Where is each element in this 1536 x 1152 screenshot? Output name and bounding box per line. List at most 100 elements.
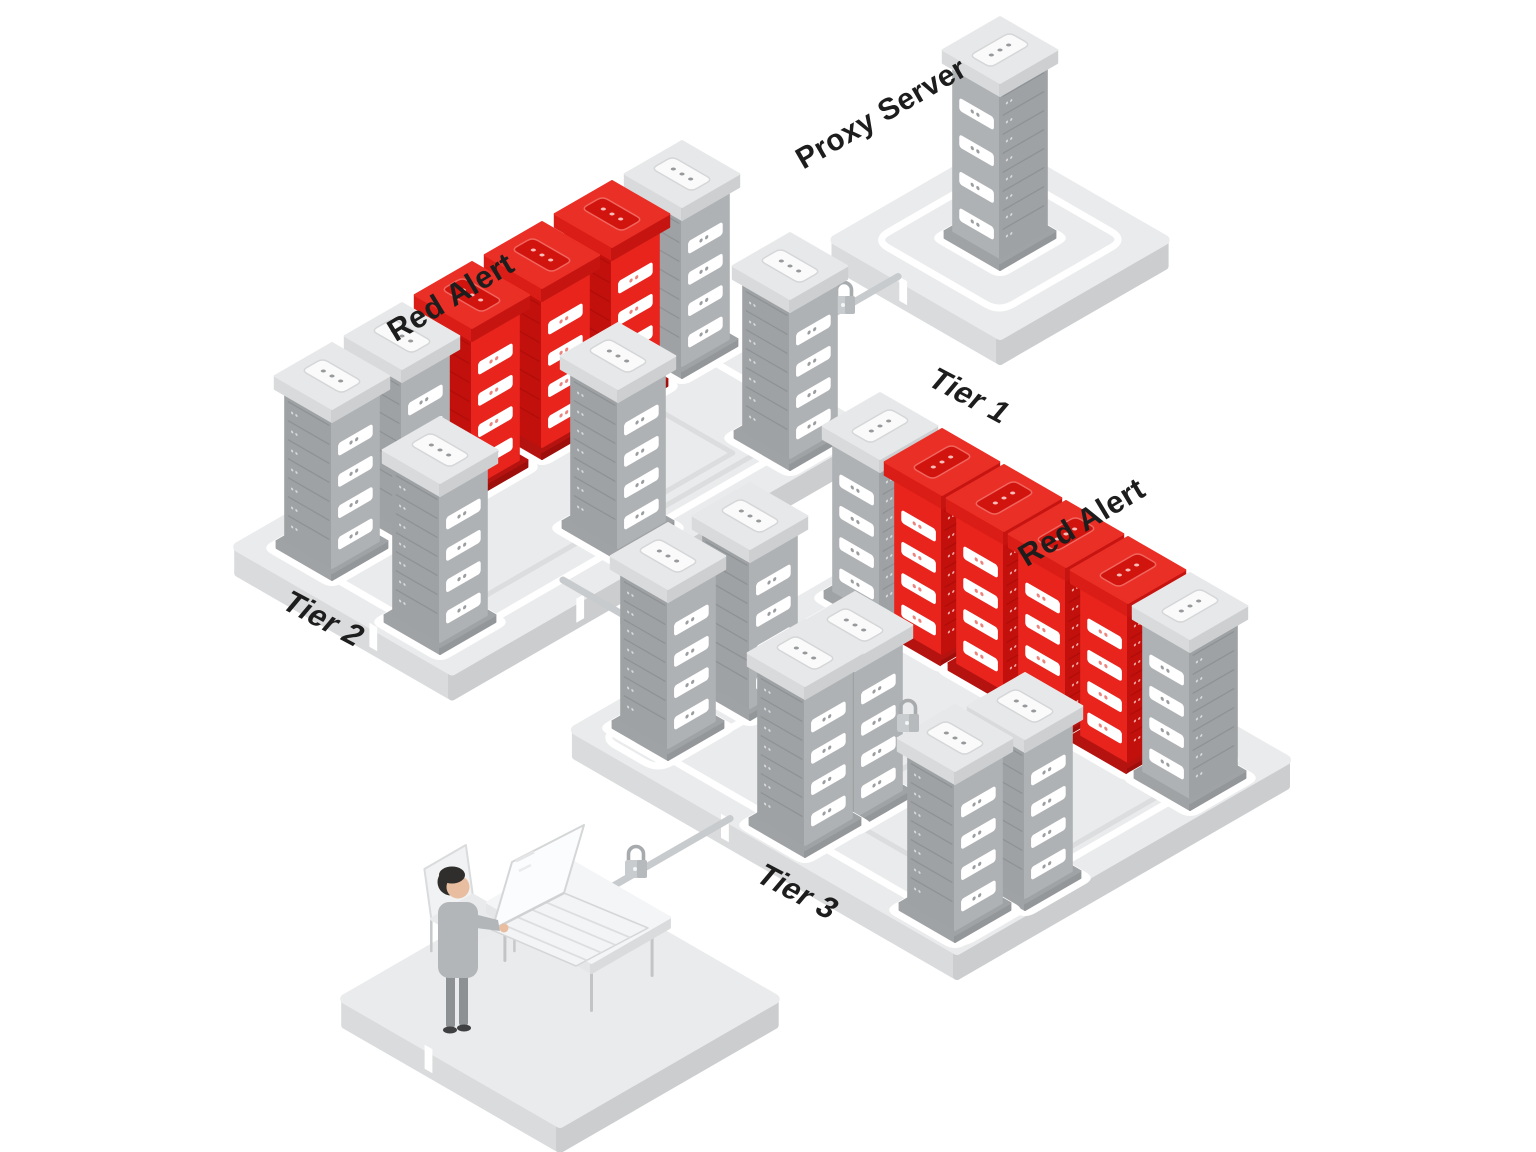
server-slot-dot — [828, 776, 832, 782]
server-slot-dot — [635, 306, 639, 311]
server-slot-dot — [856, 488, 860, 493]
server-rib-dot — [764, 745, 767, 749]
server-slot-dot — [822, 748, 826, 753]
server-rib-dot — [947, 535, 951, 539]
server-rib-line — [395, 512, 438, 539]
server-cap-dot — [460, 288, 466, 292]
server-slot-dot — [349, 534, 353, 539]
server-slot-dot — [565, 378, 569, 384]
server-rib-dot — [1005, 120, 1009, 124]
server-rib-dot — [952, 590, 955, 593]
server-cap-dot — [329, 374, 335, 378]
server-slot-dot — [850, 516, 854, 521]
server-cap-dot — [930, 465, 936, 469]
server-slot-dot — [691, 711, 695, 716]
server-rib-dot — [1200, 677, 1203, 680]
server-cap-dot — [670, 167, 676, 171]
server-cap-dot — [1054, 537, 1060, 541]
server-slot-panels — [624, 404, 659, 530]
server-slot-dot — [850, 485, 854, 490]
server-slot-dot — [978, 830, 982, 835]
server-slot-dot — [355, 531, 359, 536]
server-rib-line — [395, 493, 438, 520]
server-slot-dot — [1048, 829, 1052, 835]
server-rib-dot — [914, 868, 917, 872]
server-rib-dot — [764, 707, 767, 711]
server-rib-dot — [914, 849, 917, 853]
server-rib-dot — [1009, 666, 1013, 670]
server-cap-dot — [446, 453, 452, 457]
server-rib-line — [395, 569, 438, 596]
server-cap-dot — [624, 359, 630, 363]
server-cap-dot — [1116, 573, 1122, 577]
server-cap-dot — [939, 460, 945, 464]
server-rib-dot — [890, 554, 893, 557]
server-rib-dot — [952, 571, 955, 574]
server-rib-dot — [764, 764, 767, 768]
server-rib-line — [287, 438, 330, 465]
server-rib-dot — [753, 323, 756, 326]
server-slot-dot — [974, 588, 978, 593]
server-rib-dot — [403, 545, 406, 548]
server-rib-dot — [885, 594, 889, 598]
server-rib-dot — [399, 561, 402, 565]
server-slot-dot — [972, 896, 976, 901]
server-slot-panels — [796, 314, 831, 440]
server-cap-dot — [868, 429, 874, 433]
server-rib-dot — [295, 471, 298, 474]
server-cap-dot — [877, 424, 883, 428]
server-slot-dot — [807, 393, 811, 398]
server-rib-dot — [1133, 681, 1137, 685]
server-slot-dot — [978, 861, 982, 867]
server-slot-dot — [1160, 728, 1164, 733]
server-slot-dot — [850, 579, 854, 584]
server-rib-rows — [287, 400, 330, 541]
server-slot-dot — [1166, 668, 1170, 673]
server-rib-line — [573, 494, 616, 521]
server-rib-line — [573, 437, 616, 464]
server-slot-dot — [559, 350, 563, 355]
server-cap-dot — [802, 651, 808, 655]
server-rib-line — [1002, 90, 1045, 117]
server-cap-dot — [600, 207, 606, 211]
server-rib-line — [623, 675, 666, 702]
server-cap-dot — [1001, 496, 1007, 500]
server-slot-dot — [912, 521, 916, 526]
operator-leg — [446, 972, 455, 1028]
server-rib-dot — [1195, 698, 1199, 702]
server-slot-dot — [635, 420, 639, 425]
server-slot-dot — [349, 471, 353, 476]
server-slot-dot — [1048, 798, 1052, 803]
server-slot-dot — [1098, 660, 1102, 665]
padlock-shackle — [898, 698, 918, 717]
server-cap-dot — [390, 329, 396, 333]
platform-notch — [576, 594, 585, 623]
server-rib-dot — [890, 535, 893, 538]
server-rib-dot — [399, 485, 402, 489]
server-slot-dot — [974, 651, 978, 656]
server-slot-dot — [813, 389, 817, 395]
server-rib-line — [910, 876, 953, 903]
server-slot-panels — [959, 98, 994, 240]
server-slot-dot — [1104, 726, 1108, 731]
server-rib-dot — [1071, 607, 1075, 611]
server-rib-dot — [947, 592, 951, 596]
server-slot-dot — [972, 802, 976, 807]
server-rib-dot — [1076, 605, 1079, 608]
server-rib-dot — [918, 814, 921, 817]
server-rib-dot — [1076, 662, 1079, 665]
server-cap-dot — [787, 264, 793, 268]
server-rib-dot — [1009, 609, 1013, 613]
server-rib-dot — [1076, 643, 1079, 646]
server-slot-dot — [629, 278, 633, 283]
server-cap-dot — [1022, 704, 1028, 708]
padlock-body-shade — [845, 296, 855, 314]
server-rib-line — [623, 656, 666, 683]
server-slot-dot — [773, 577, 777, 582]
server-slot-dot — [463, 542, 467, 547]
server-rib-dot — [1005, 139, 1009, 143]
server-rib-line — [573, 380, 616, 407]
server-slot-panels — [674, 604, 709, 730]
server-rib-dot — [577, 467, 580, 471]
